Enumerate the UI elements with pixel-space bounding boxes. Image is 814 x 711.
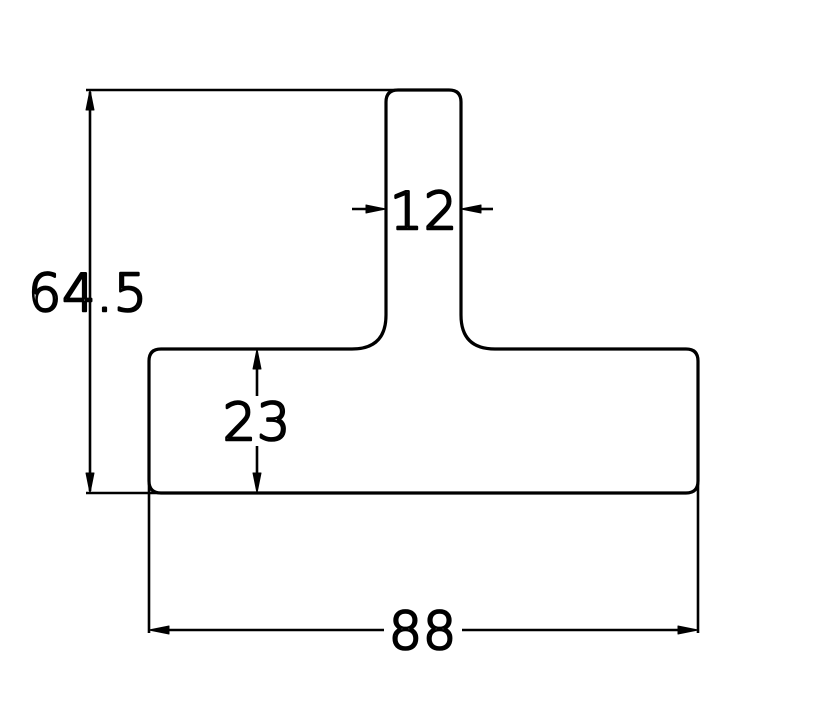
flange-height-arrow-top xyxy=(252,348,262,370)
total-height-arrow-top xyxy=(85,89,95,111)
total-width-label: 88 xyxy=(389,602,457,662)
t-profile-outline xyxy=(147,88,700,495)
flange-height-label: 23 xyxy=(223,393,291,453)
flange-height-arrow-bottom xyxy=(252,472,262,494)
stem-width-dimension: 12 xyxy=(352,181,493,243)
stem-width-arrow-right xyxy=(460,204,482,214)
total-width-arrow-left xyxy=(148,625,170,635)
total-height-arrow-bottom xyxy=(85,472,95,494)
total-height-label: 64.5 xyxy=(28,264,148,324)
stem-width-arrow-left xyxy=(365,204,387,214)
total-width-dimension: 88 xyxy=(147,481,700,663)
total-height-dimension: 64.5 xyxy=(27,88,398,495)
stem-width-label: 12 xyxy=(390,182,458,242)
total-width-arrow-right xyxy=(677,625,699,635)
flange-height-dimension: 23 xyxy=(222,348,291,494)
